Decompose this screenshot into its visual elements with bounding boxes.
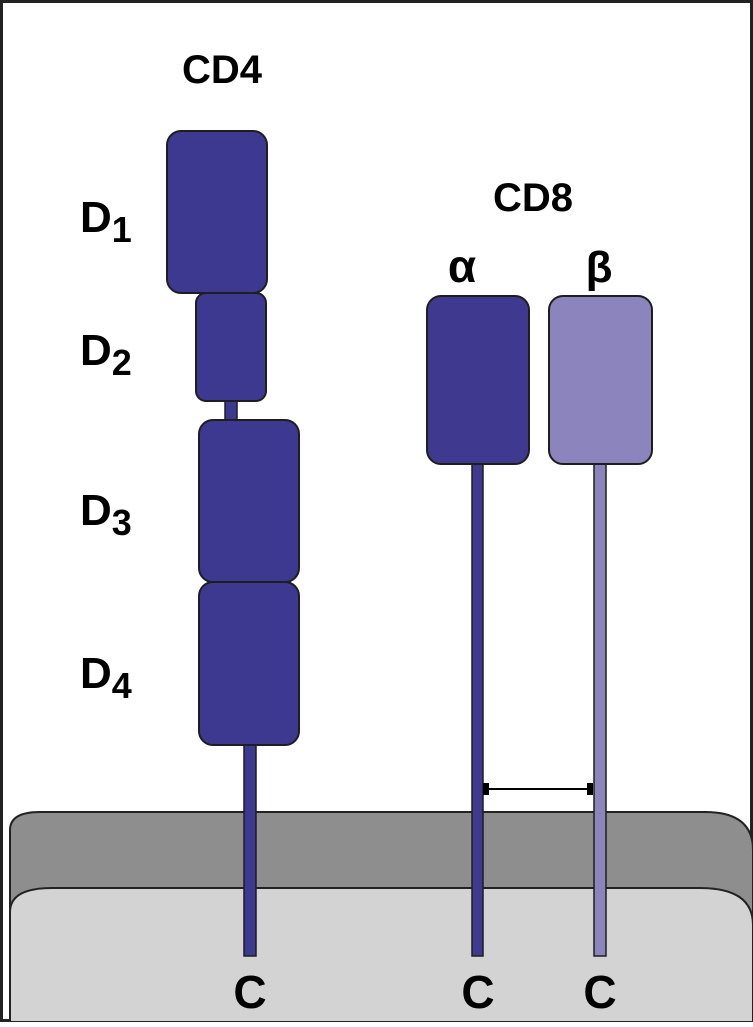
cd4-domain-d3 [198, 419, 300, 583]
cd4-c-terminus: C [233, 966, 266, 1018]
cd8-beta-label: β [586, 243, 613, 292]
cd4-domain-d4 [198, 581, 300, 746]
cd8-bond-end-left [483, 783, 489, 795]
cd8-beta-c-terminus: C [583, 966, 616, 1018]
cd8-alpha-label: α [448, 240, 476, 292]
membrane-inner-layer [9, 887, 753, 1023]
cd4-domain-label-d2: D2 [80, 326, 132, 383]
cd8-alpha-c-terminus: C [461, 966, 494, 1018]
cd4-domain-label-d3: D3 [80, 486, 132, 543]
cd4-stalk [243, 739, 257, 957]
cd4-domain-d1 [166, 130, 268, 294]
cd8-title: CD8 [493, 176, 573, 220]
cd8-beta-domain [548, 295, 653, 465]
cd8-beta-stalk [593, 459, 607, 957]
cd4-title: CD4 [182, 48, 263, 92]
cd4-domain-d2 [195, 292, 267, 402]
cd4-domain-label-d4: D4 [80, 649, 132, 706]
cd8-alpha-domain [426, 295, 530, 465]
cd8-alpha-stalk [471, 459, 484, 957]
cd8-bond-end-right [587, 783, 593, 795]
cd4-domain-label-d1: D1 [80, 193, 132, 250]
